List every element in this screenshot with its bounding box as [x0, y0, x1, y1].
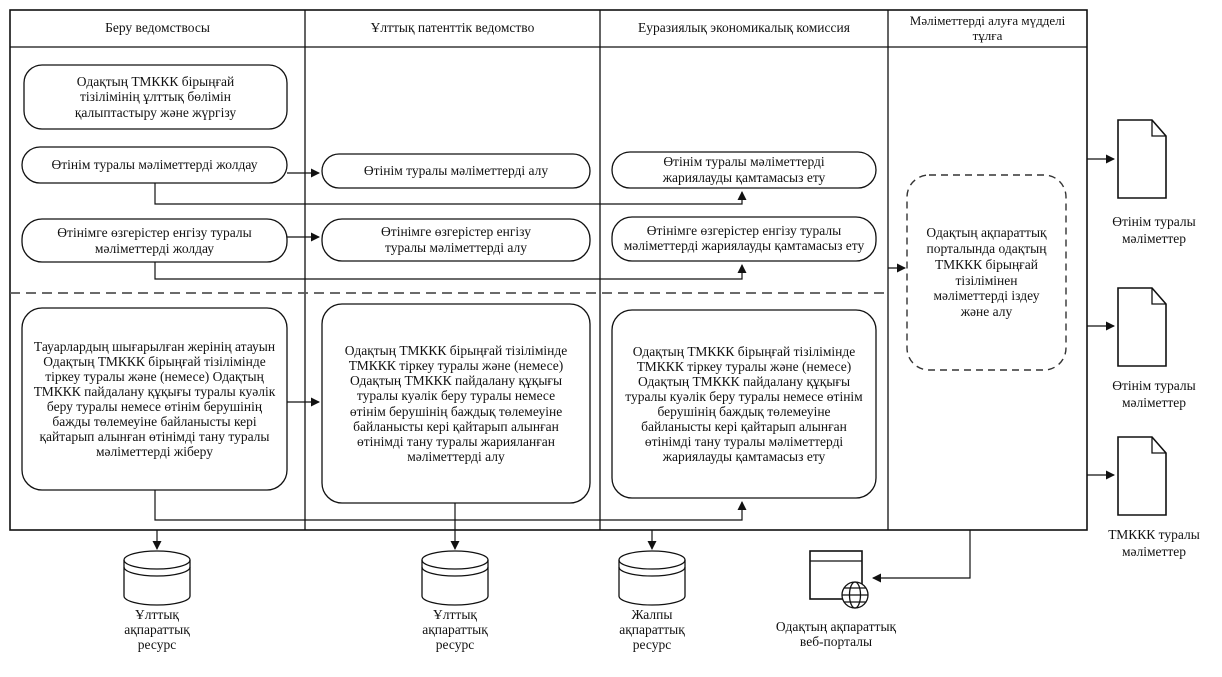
process-box: Өтінімге өзгерістер енгізу туралы мәліме…: [623, 223, 865, 253]
flow-arrows: [152, 154, 1115, 583]
process-box: Одақтың ТМККК бірыңғай тізілімінде ТМККК…: [625, 343, 863, 465]
document-icon: [1117, 287, 1167, 367]
process-box: Өтінім туралы мәліметтерді жолдау: [51, 157, 258, 173]
document-icon: [1117, 436, 1167, 516]
lane-header: Мәліметтерді алуға мүдделі тұлға: [909, 13, 1066, 43]
resource-label: Ұлттық ақпараттық ресурс: [124, 607, 190, 652]
swimlane-frame: [9, 9, 1088, 531]
process-shape: [611, 216, 877, 262]
process-shape: [23, 64, 288, 130]
process-shape: [321, 153, 591, 189]
process-shape: [321, 303, 591, 504]
lane-header: Ұлттық патенттік ведомство: [370, 20, 535, 36]
database-icon: [618, 550, 686, 606]
lane-header: Беру ведомствосы: [105, 20, 210, 36]
document-label: Өтінім туралы мәліметтер: [1112, 214, 1196, 246]
resource-label: Одақтың ақпараттық веб-порталы: [775, 619, 897, 649]
lane-header: Еуразиялық экономикалық комиссия: [638, 20, 850, 36]
database-icon: [421, 550, 489, 606]
process-shape: [611, 151, 877, 189]
web-portal-icon: [809, 550, 869, 609]
document-label: Өтінім туралы мәліметтер: [1112, 378, 1196, 410]
database-icon: [123, 550, 191, 606]
process-box: Өтінім туралы мәліметтерді алу: [363, 163, 549, 179]
resource-label: Ұлттық ақпараттық ресурс: [422, 607, 488, 652]
process-box: Одақтың ТМККК бірыңғай тізілімінде ТМККК…: [344, 343, 568, 464]
process-shape: [321, 218, 591, 262]
process-shape: [611, 309, 877, 499]
document-icon: [1117, 119, 1167, 199]
process-box: Тауарлардың шығарылған жерінің атауын Од…: [33, 338, 276, 460]
process-box: Өтінімге өзгерістер енгізу туралы мәліме…: [381, 224, 531, 255]
process-box: Өтінімге өзгерістер енгізу туралы мәліме…: [57, 224, 252, 256]
process-box: Одақтың ақпараттық порталында одақтың ТМ…: [926, 224, 1047, 320]
resource-label: Жалпы ақпараттық ресурс: [619, 607, 685, 652]
process-shape-dashed: [906, 174, 1067, 371]
document-label: ТМККК туралы мәліметтер: [1108, 527, 1200, 559]
process-box: Өтінім туралы мәліметтерді жариялауды қа…: [662, 154, 826, 185]
process-box: Одақтың ТМККК бірыңғай тізілімінің ұлтты…: [74, 73, 237, 120]
